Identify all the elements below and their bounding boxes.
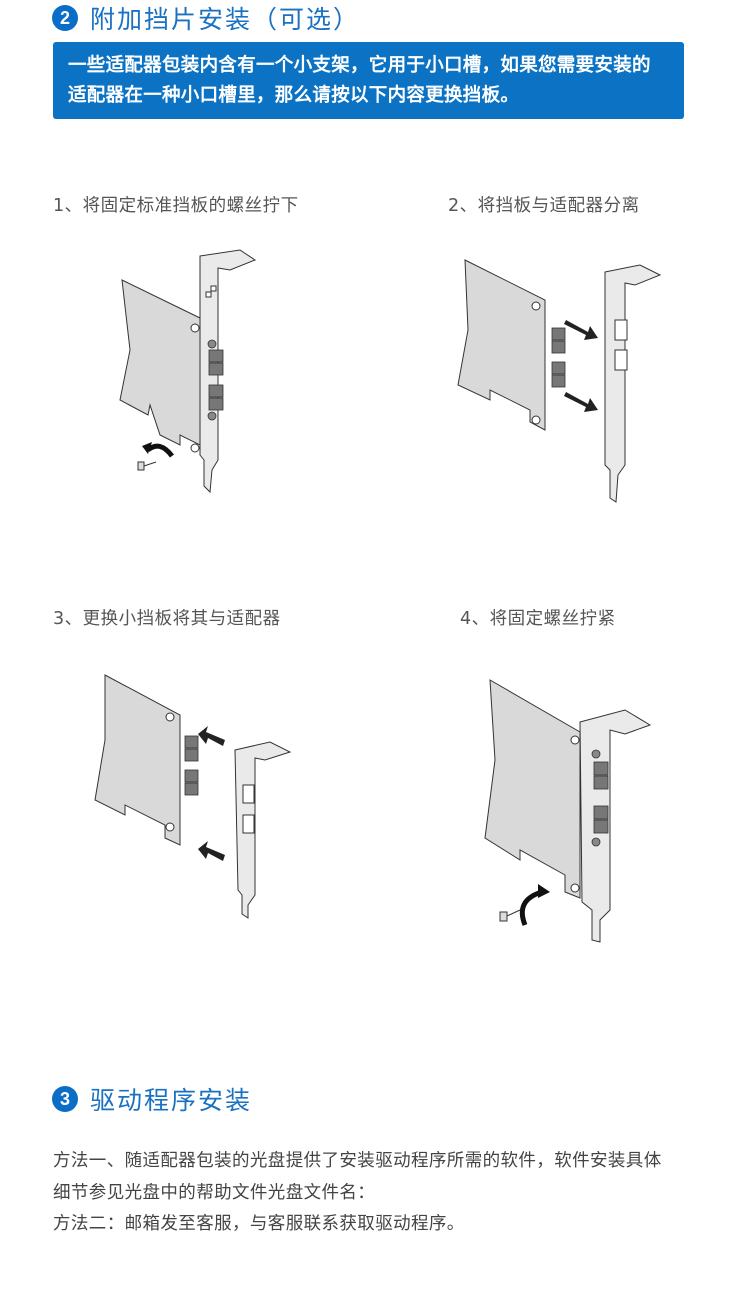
notice-line-1: 一些适配器包装内含有一个小支架，它用于小口槽，如果您需要安装的 [68,55,651,76]
full-height-bracket [199,249,257,494]
adapter-card [119,279,201,446]
adapter-card [484,679,581,899]
step-1-label: 1、将固定标准挡板的螺丝拧下 [53,196,299,216]
step-2-label: 2、将挡板与适配器分离 [448,196,640,216]
notice-line-2: 适配器在一种小口槽里，那么请按以下内容更换挡板。 [68,85,520,106]
step-3-illustration [94,674,292,919]
section-2-heading: 2 附加挡片安装（可选） [52,0,360,36]
step-4-label: 4、将固定螺丝拧紧 [460,609,616,629]
screw-icon [499,909,521,922]
adapter-card [94,674,181,846]
port-connectors [591,749,609,847]
step-2-illustration [457,259,662,503]
step-3-label: 3、更换小挡板将其与适配器 [53,609,281,629]
arrow-left-icon [198,726,225,861]
step-number-badge: 2 [52,5,78,31]
step-4-illustration [484,679,652,943]
adapter-card [457,259,546,431]
section-3-heading: 3 驱动程序安装 [52,1081,252,1117]
rotate-arrow-icon [146,443,174,458]
full-height-bracket [604,264,662,503]
rotate-arrow-icon [519,889,543,926]
arrow-right-icon [564,320,598,412]
step-number-badge: 3 [52,1086,78,1112]
screw-icon [137,461,157,471]
notice-box: 一些适配器包装内含有一个小支架，它用于小口槽，如果您需要安装的 适配器在一种小口… [53,42,684,119]
driver-install-paragraph: 方法一、随适配器包装的光盘提供了安装驱动程序所需的软件，软件安装具体 细节参见光… [53,1146,733,1241]
port-connectors [551,327,566,388]
port-connectors [184,735,199,796]
paragraph-line-2: 细节参见光盘中的帮助文件光盘文件名： [53,1182,376,1203]
low-profile-bracket [579,709,652,943]
low-profile-bracket [234,741,292,919]
section-2-title: 附加挡片安装（可选） [90,5,361,34]
step-1-illustration [119,249,257,494]
section-3-title: 驱动程序安装 [90,1086,253,1115]
paragraph-line-1: 方法一、随适配器包装的光盘提供了安装驱动程序所需的软件，软件安装具体 [53,1151,662,1171]
paragraph-line-3: 方法二：邮箱发至客服，与客服联系获取驱动程序。 [53,1214,465,1234]
